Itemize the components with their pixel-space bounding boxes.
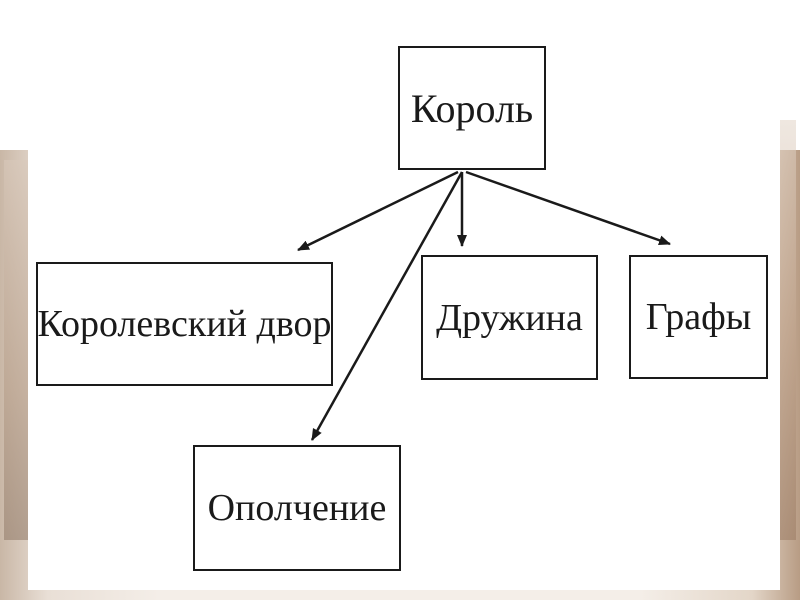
node-king: Король [398, 46, 546, 170]
arrow-king-to-court [297, 170, 459, 252]
node-militia: Ополчение [193, 445, 401, 571]
node-counts: Графы [629, 255, 768, 379]
node-royal-court-label: Королевский двор [37, 303, 332, 345]
node-militia-label: Ополчение [207, 487, 387, 529]
node-retinue-label: Дружина [436, 296, 583, 339]
background-tower-left [4, 160, 28, 540]
arrow-king-to-counts [465, 170, 671, 246]
arrow-king-to-militia [310, 171, 464, 441]
node-retinue: Дружина [421, 255, 598, 380]
node-royal-court: Королевский двор [36, 262, 333, 386]
node-counts-label: Графы [645, 296, 752, 338]
node-king-label: Король [410, 85, 534, 131]
